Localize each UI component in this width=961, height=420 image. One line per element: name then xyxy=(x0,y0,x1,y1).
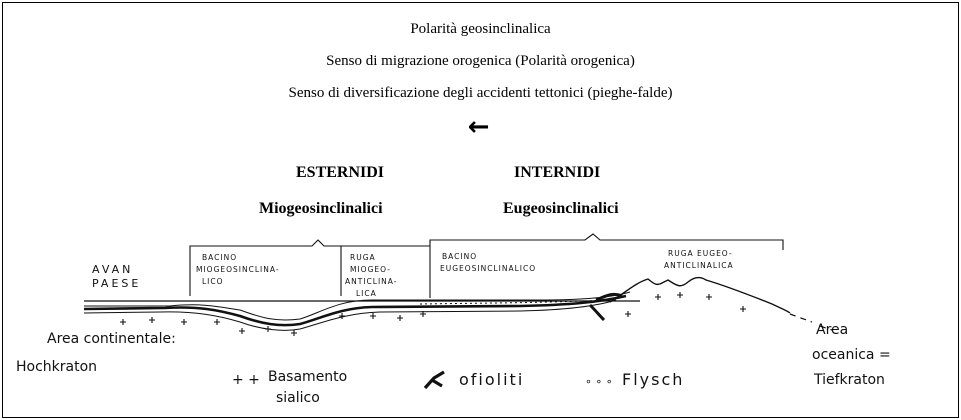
avampaese-line1: AVAN xyxy=(92,263,133,276)
polarity-geosynclinal: Polarità geosinclinalica xyxy=(410,21,551,37)
flysch-label: Flysch xyxy=(622,370,684,389)
eugeo-ridge xyxy=(609,276,791,314)
ruga-mio-line2: MIOGEO- xyxy=(350,265,391,274)
stratum-upper xyxy=(84,291,631,321)
strata xyxy=(83,276,833,331)
ruga-mio-line1: RUGA xyxy=(350,253,376,262)
bacino-mio-line2: MIOGEOSINCLINA- xyxy=(196,265,280,274)
hochkraton: Hochkraton xyxy=(16,359,97,375)
basement-symbol: + + xyxy=(232,372,260,388)
basement-label-2: sialico xyxy=(276,390,320,406)
bacino-eu-line1: BACINO xyxy=(442,252,477,261)
orogenic-migration: Senso di migrazione orogenica (Polarità … xyxy=(326,53,635,69)
flysch-dots xyxy=(419,299,611,305)
bacino-mio-line1: BACINO xyxy=(202,253,237,262)
internidi-bracket xyxy=(429,233,784,252)
basement-crosses xyxy=(120,292,746,336)
area-oceanica-line1: Area xyxy=(816,322,848,338)
ofioliti-label: ofioliti xyxy=(459,370,524,389)
domain-brackets xyxy=(189,233,784,298)
plus-marks xyxy=(120,292,746,336)
ruga-mio-line3: ANTICLINA- xyxy=(345,277,397,286)
tectonic-diversification: Senso di diversificazione degli accident… xyxy=(288,85,673,101)
area-continentale: Area continentale: xyxy=(47,331,176,347)
esternidi-bracket xyxy=(189,239,430,296)
stratum-lower xyxy=(83,299,617,331)
ocean-floor-dashes xyxy=(789,313,833,331)
ophiolite-icon xyxy=(423,370,445,390)
ruga-eu-line1: RUGA EUGEO- xyxy=(668,249,733,258)
bacino-mio-line3: LICO xyxy=(202,277,224,286)
tiefkraton: Tiefkraton xyxy=(813,372,885,388)
stratum-main xyxy=(83,294,627,327)
bacino-eu-line2: EUGEOSINCLINALICO xyxy=(440,264,536,273)
esternidi-title: ESTERNIDI xyxy=(296,164,385,181)
avampaese-line2: PAESE xyxy=(92,277,141,290)
arrow-left-icon: ← xyxy=(467,112,490,142)
area-oceanica-line2: oceanica = xyxy=(812,347,891,363)
internidi-title: INTERNIDI xyxy=(514,164,601,181)
flysch-symbol: ∘ ∘ ∘ xyxy=(585,375,613,388)
ruga-eu-line2: ANTICLINALICA xyxy=(664,261,734,270)
ruga-mio-line4: LICA xyxy=(356,289,377,298)
eugeosinclinalici-title: Eugeosinclinalici xyxy=(503,200,619,217)
miogeosinclinalici-title: Miogeosinclinalici xyxy=(259,200,383,217)
basement-label-1: Basamento xyxy=(268,369,347,385)
